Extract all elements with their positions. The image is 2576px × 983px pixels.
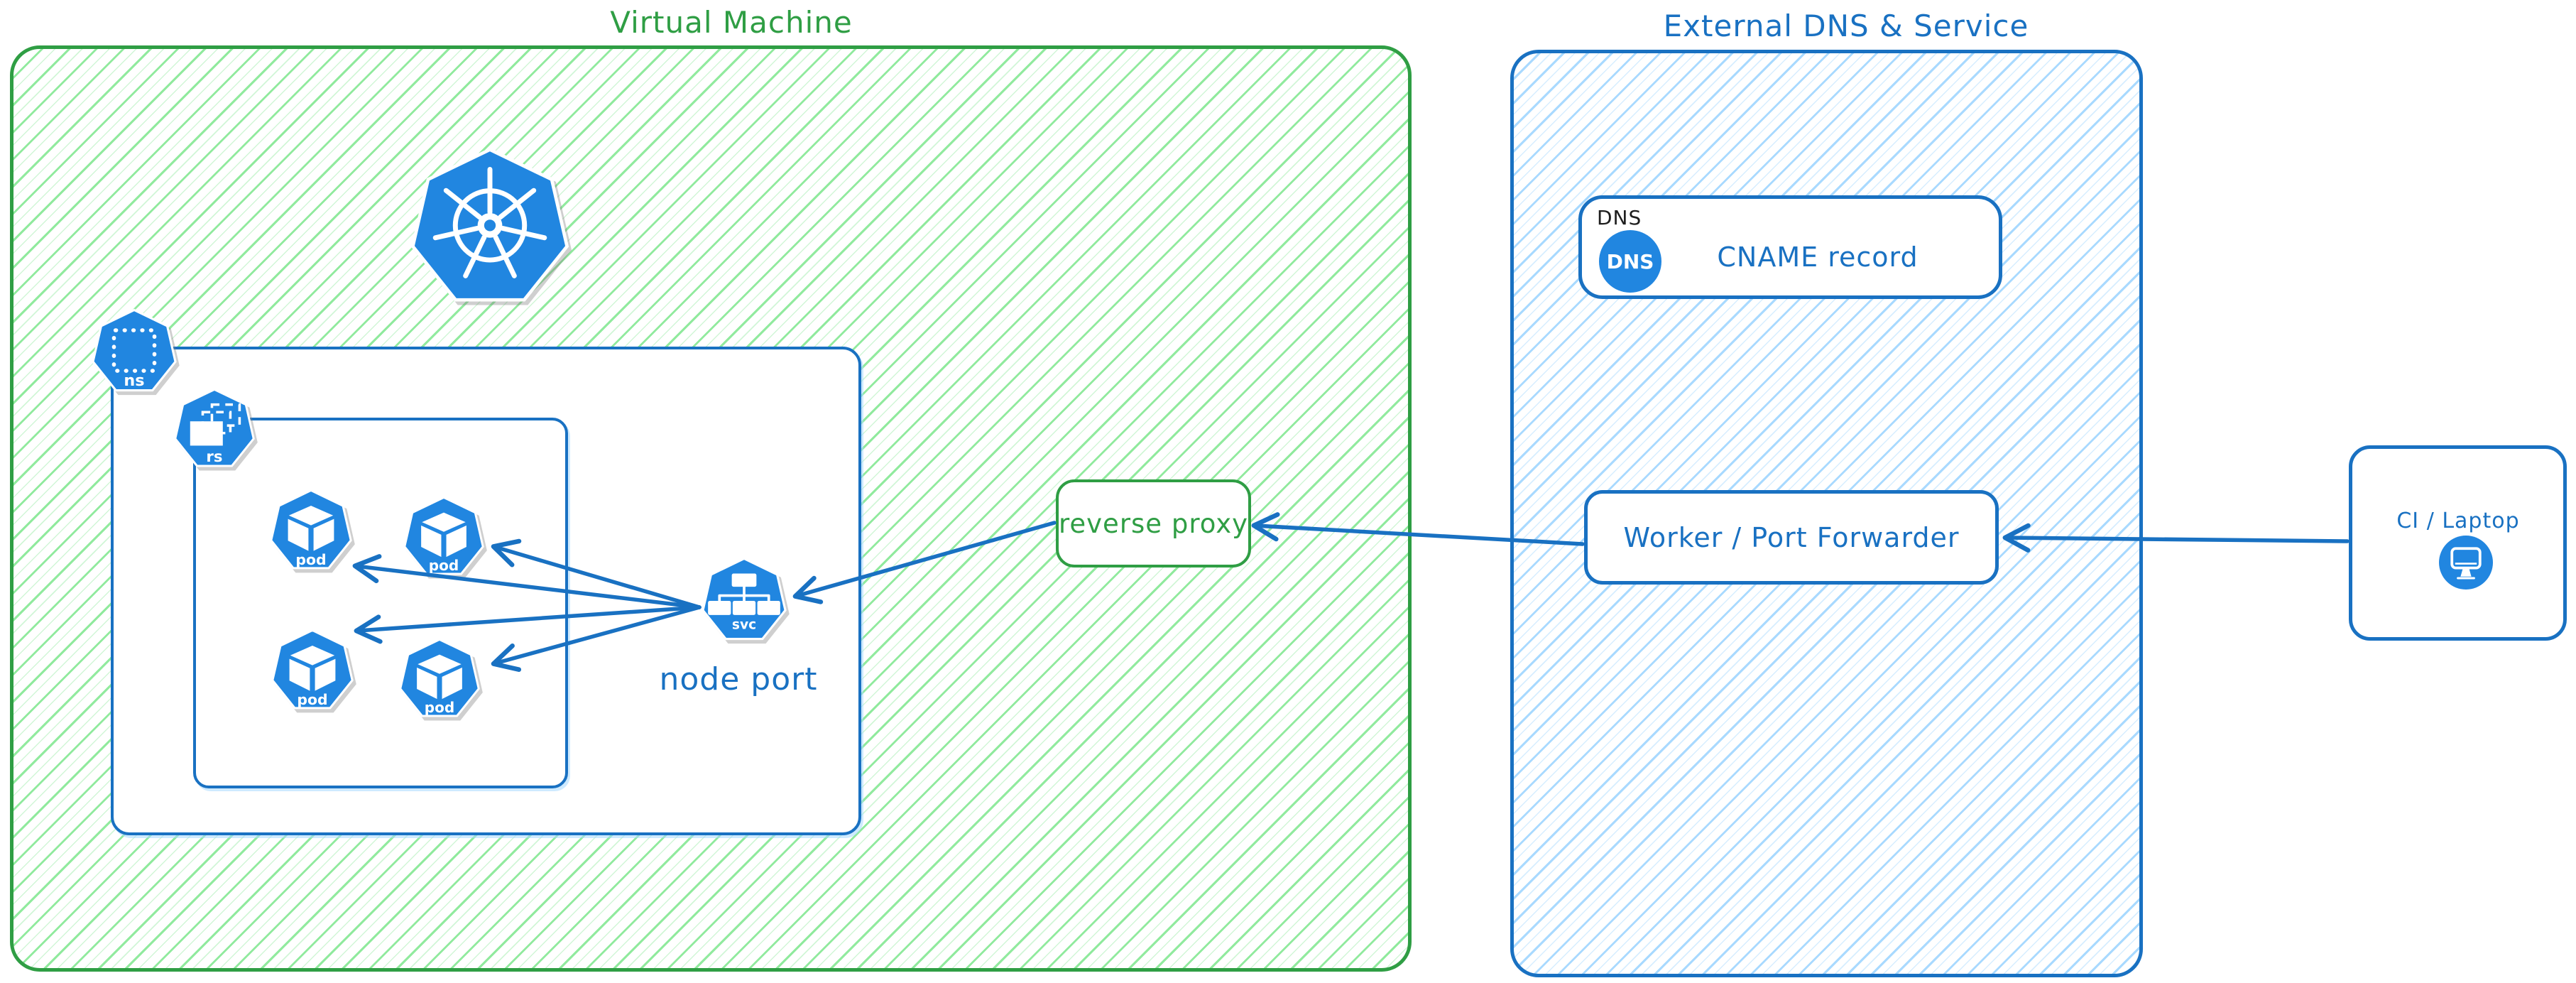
- external-group-title: External DNS & Service: [1663, 8, 2029, 43]
- worker-port-forwarder-box: Worker / Port Forwarder: [1584, 490, 1999, 585]
- svg-text:ns: ns: [124, 371, 144, 390]
- pod-icon-bottom-right: pod: [399, 638, 480, 717]
- svg-text:pod: pod: [297, 691, 327, 708]
- svg-text:pod: pod: [295, 551, 326, 568]
- reverse-proxy-box: reverse proxy: [1056, 479, 1251, 567]
- svg-text:svc: svc: [732, 618, 756, 633]
- ci-laptop-label: CI / Laptop: [2396, 508, 2520, 533]
- dns-icon: DNS: [1599, 230, 1661, 293]
- dns-tag: DNS: [1597, 205, 1642, 229]
- kubernetes-logo-icon: [410, 148, 569, 302]
- worker-port-forwarder-label: Worker / Port Forwarder: [1623, 521, 1960, 553]
- service-icon: svc: [702, 557, 787, 641]
- replicaset-box: [193, 418, 568, 788]
- node-port-caption: node port: [659, 661, 818, 697]
- replicaset-icon: rs: [174, 388, 255, 467]
- cname-record-label: CNAME record: [1717, 241, 1919, 273]
- pod-icon-top-right: pod: [403, 496, 484, 575]
- reverse-proxy-label: reverse proxy: [1059, 508, 1249, 539]
- pod-icon-top-left: pod: [270, 489, 352, 570]
- svg-text:rs: rs: [206, 448, 222, 466]
- monitor-icon: [2450, 547, 2482, 580]
- svg-text:pod: pod: [425, 699, 454, 716]
- vm-group-title: Virtual Machine: [610, 4, 853, 40]
- namespace-icon: ns: [92, 308, 177, 392]
- svg-text:pod: pod: [429, 557, 459, 574]
- laptop-monitor-badge: [2439, 536, 2493, 590]
- pod-icon-bottom-left: pod: [271, 629, 354, 710]
